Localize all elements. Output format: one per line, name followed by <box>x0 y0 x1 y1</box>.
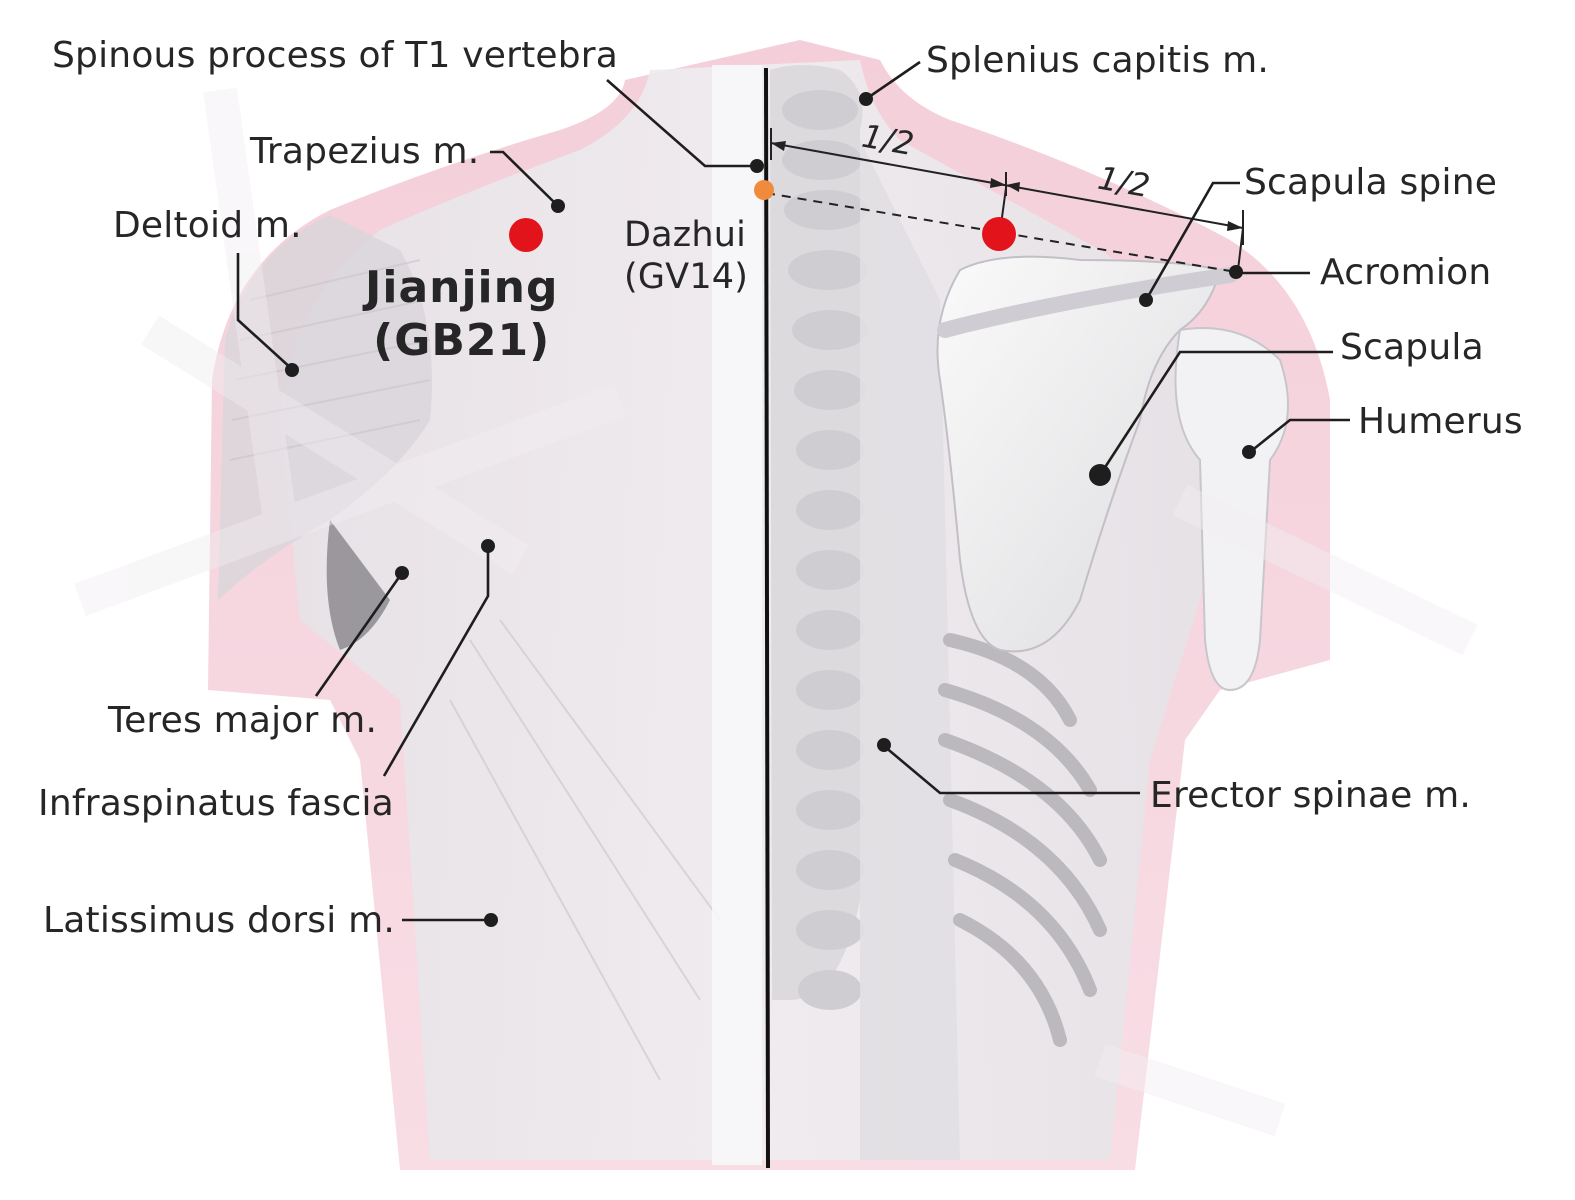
leader-teres-major <box>314 572 404 697</box>
dazhui-code: (GV14) <box>624 257 749 297</box>
leader-dot-deltoid <box>285 363 299 377</box>
deltoid-shape <box>218 215 432 600</box>
label-spinous-process-t1: Spinous process of T1 vertebra <box>52 35 619 76</box>
jianjing-point-left <box>509 218 543 252</box>
erector-spinae-band <box>860 140 960 1160</box>
muscle-striations <box>229 259 721 1081</box>
dazhui-name: Dazhui <box>624 215 747 255</box>
measure-arrowheads <box>771 141 1243 231</box>
label-acromion: Acromion <box>1320 252 1492 293</box>
spinal-strip <box>712 65 762 1165</box>
leader-dot-teres-major <box>395 566 409 580</box>
label-scapula: Scapula <box>1340 327 1484 368</box>
leader-humerus <box>1249 418 1350 454</box>
leader-scapula <box>1098 350 1333 476</box>
label-jianjing: Jianjing (GB21) <box>365 262 558 368</box>
label-trapezius: Trapezius m. <box>250 131 480 172</box>
posterior-midline <box>764 67 770 1169</box>
leader-dot-latissimus <box>484 913 498 927</box>
spine-vertebrae <box>782 90 868 1010</box>
leader-dot-erector-spinae <box>877 738 891 752</box>
jianjing-code: (GB21) <box>373 314 551 366</box>
leader-erector-spinae <box>883 745 1140 795</box>
leader-deltoid <box>236 253 294 371</box>
armpit-shadow <box>326 520 390 650</box>
measure-connector-right <box>1237 227 1244 271</box>
watermark <box>74 87 1478 1137</box>
leader-dot-scapula <box>1089 464 1111 486</box>
label-dazhui: Dazhui (GV14) <box>624 214 748 298</box>
leader-scapula-spine <box>1144 181 1240 301</box>
measure-label-left: 1/2 <box>859 116 918 164</box>
label-latissimus-dorsi: Latissimus dorsi m. <box>43 900 396 941</box>
leader-dot-splenius <box>859 92 873 106</box>
ribs <box>938 633 1107 1047</box>
measure-label-right: 1/2 <box>1095 158 1154 206</box>
leader-dot-scapula-spine <box>1139 293 1153 307</box>
jianjing-point-right <box>982 217 1016 251</box>
leader-splenius <box>865 60 921 101</box>
scapula-bone <box>936 255 1222 653</box>
leader-dot-humerus <box>1242 445 1256 459</box>
leader-dot-trapezius <box>551 199 565 213</box>
leader-dot-acromion <box>1229 265 1243 279</box>
leader-dot-infraspinatus <box>481 539 495 553</box>
label-deltoid: Deltoid m. <box>113 205 302 246</box>
label-scapula-spine: Scapula spine <box>1244 162 1498 203</box>
label-teres-major: Teres major m. <box>108 700 378 741</box>
jianjing-name: Jianjing <box>365 262 559 313</box>
label-erector-spinae: Erector spinae m. <box>1150 775 1472 816</box>
scapula-spine-ridge <box>937 267 1238 338</box>
leader-spinous-process <box>606 79 758 168</box>
leader-infraspinatus <box>382 547 490 777</box>
leader-dot-spinous-process <box>750 159 764 173</box>
dazhui-point <box>754 180 774 200</box>
leader-trapezius <box>490 150 559 207</box>
label-humerus: Humerus <box>1358 401 1523 442</box>
label-splenius-capitis: Splenius capitis m. <box>926 40 1270 81</box>
label-infraspinatus-fascia: Infraspinatus fascia <box>38 783 394 824</box>
